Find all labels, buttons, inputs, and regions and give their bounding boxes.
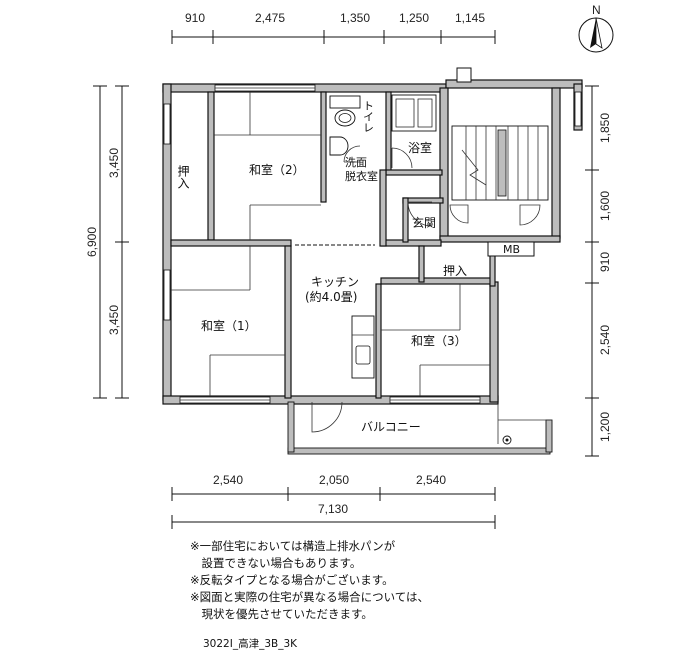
doors (311, 145, 541, 433)
label-washitsu-1: 和室（1） (201, 318, 257, 333)
label-kitchen-size: (約4.0畳) (305, 289, 357, 304)
label-washroom-1: 洗面 (345, 156, 367, 169)
bathtub-icon (391, 94, 437, 132)
right-dimension-line: 1,850 1,600 910 2,540 1,200 (585, 85, 612, 457)
top-dimension-line: 910 2,475 1,350 1,250 1,145 (171, 11, 496, 44)
dim-top-2: 2,475 (255, 11, 285, 25)
dim-bottom-1: 2,540 (213, 473, 243, 487)
tatami-lines (171, 92, 490, 396)
label-toilet: トイレ (362, 100, 375, 133)
note-line-1: ※一部住宅においては構造上排水パンが (190, 539, 396, 553)
note-line-2: 設置できない場合もあります。 (190, 556, 362, 570)
dim-right-1: 1,850 (598, 113, 612, 143)
dim-bottom-2: 2,050 (319, 473, 349, 487)
dim-right-4: 2,540 (598, 325, 612, 355)
washbasin-icon (329, 136, 349, 156)
dim-top-5: 1,145 (455, 11, 485, 25)
label-mb: MB (503, 243, 520, 256)
dim-top-1: 910 (185, 11, 205, 25)
label-genkan: 玄関 (412, 215, 436, 230)
note-line-3: ※反転タイプとなる場合がございます。 (190, 573, 394, 587)
label-oshiire-1: 押入 (176, 165, 190, 189)
compass-label: N (592, 3, 601, 17)
note-line-5: 現状を優先させていただきます。 (190, 607, 373, 621)
bottom-dimension-line: 2,540 2,050 2,540 7,130 (171, 473, 496, 529)
drain-icon (502, 435, 512, 445)
label-balcony: バルコニー (361, 420, 421, 434)
kitchen-counter-icon (351, 315, 375, 379)
label-bath: 浴室 (408, 140, 432, 155)
dim-left-total: 6,900 (85, 227, 99, 257)
staircase-icon (451, 125, 549, 201)
balcony-outline (287, 401, 553, 455)
room-labels: 押入 和室（2） トイレ 洗面 脱衣室 浴室 玄関 MB 押入 キッチン (約4… (176, 100, 520, 434)
notes: ※一部住宅においては構造上排水パンが 設置できない場合もあります。 ※反転タイプ… (190, 538, 490, 623)
dim-left-1: 3,450 (107, 148, 121, 178)
dim-right-3: 910 (598, 252, 612, 272)
fixtures (295, 94, 512, 445)
dim-bottom-3: 2,540 (416, 473, 446, 487)
label-washitsu-3: 和室（3） (411, 333, 467, 348)
windows (163, 84, 582, 404)
label-kitchen: キッチン (311, 275, 359, 289)
label-washitsu-2: 和室（2） (249, 162, 305, 177)
toilet-icon (329, 95, 361, 127)
dim-right-5: 1,200 (598, 412, 612, 442)
plan-code: 3022I_高津_3B_3K (203, 638, 298, 650)
walls (162, 67, 583, 405)
label-oshiire-2: 押入 (443, 264, 467, 278)
dim-left-2: 3,450 (107, 305, 121, 335)
note-line-4: ※図面と実際の住宅が異なる場合については、 (190, 590, 430, 604)
left-dimension-line: 6,900 3,450 3,450 (85, 85, 129, 399)
dim-top-3: 1,350 (340, 11, 370, 25)
dim-bottom-total: 7,130 (318, 502, 348, 516)
dim-top-4: 1,250 (399, 11, 429, 25)
label-washroom-2: 脱衣室 (345, 169, 378, 183)
dim-right-2: 1,600 (598, 191, 612, 221)
north-compass-icon: N (578, 3, 614, 53)
mb-box (487, 241, 535, 257)
